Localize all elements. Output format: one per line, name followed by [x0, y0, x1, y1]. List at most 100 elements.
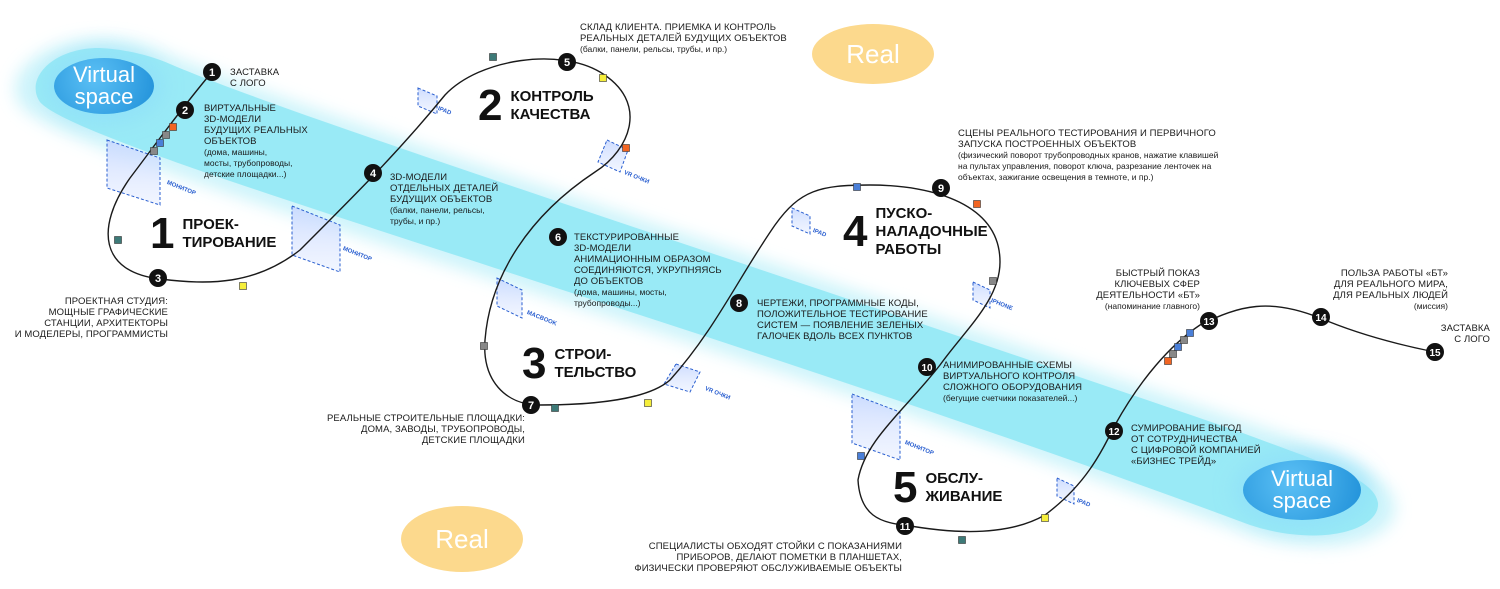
step-marker-number: 6	[555, 232, 561, 244]
stage-number: 1	[150, 209, 175, 258]
step-9-note: СЦЕНЫ РЕАЛЬНОГО ТЕСТИРОВАНИЯ И ПЕРВИЧНОГ…	[958, 128, 1218, 183]
step-detail: (балки, панели, рельсы, трубы, и пр.)	[580, 44, 728, 54]
step-heading: СКЛАД КЛИЕНТА. ПРИЕМКА И КОНТРОЛЬ РЕАЛЬН…	[580, 22, 787, 44]
real-bubble-top: Real	[812, 24, 934, 84]
stage-5-label: 5 ОБСЛУ- ЖИВАНИЕ	[893, 466, 1002, 510]
path-checkpoint-square	[857, 452, 865, 460]
step-heading: ПОЛЬЗА РАБОТЫ «БТ» ДЛЯ РЕАЛЬНОГО МИРА, Д…	[1333, 268, 1448, 301]
stage-title: ПРОЕК- ТИРОВАНИЕ	[182, 216, 277, 251]
step-4-note: 3D-МОДЕЛИ ОТДЕЛЬНЫХ ДЕТАЛЕЙ БУДУЩИХ ОБЪЕ…	[390, 172, 498, 227]
step-marker-circle	[918, 358, 936, 376]
step-14-note: ПОЛЬЗА РАБОТЫ «БТ» ДЛЯ РЕАЛЬНОГО МИРА, Д…	[1330, 268, 1448, 312]
step-marker-10: 10	[918, 358, 936, 376]
path-checkpoint-square	[644, 399, 652, 407]
path-checkpoint-square	[622, 144, 630, 152]
path-checkpoint-square	[551, 404, 559, 412]
stage-title: ОБСЛУ- ЖИВАНИЕ	[925, 470, 1003, 505]
stage-2-label: 2 КОНТРОЛЬ КАЧЕСТВА	[478, 84, 594, 128]
step-detail: (напоминание главного)	[1104, 301, 1200, 311]
step-detail: (бегущие счетчики показателей...)	[943, 393, 1078, 403]
step-8-note: ЧЕРТЕЖИ, ПРОГРАММНЫЕ КОДЫ, ПОЛОЖИТЕЛЬНОЕ…	[757, 298, 928, 342]
path-checkpoint-square	[973, 200, 981, 208]
step-detail: (дома, машины, мосты, трубопроводы...)	[574, 287, 667, 308]
step-heading: ЗАСТАВКА С ЛОГО	[1440, 323, 1490, 345]
step-marker-7: 7	[522, 396, 540, 414]
stage-number: 3	[522, 339, 547, 388]
path-checkpoint-square	[853, 183, 861, 191]
step-heading: СЦЕНЫ РЕАЛЬНОГО ТЕСТИРОВАНИЯ И ПЕРВИЧНОГ…	[958, 128, 1216, 150]
step-detail: (миссия)	[1413, 301, 1448, 311]
step-5-note: СКЛАД КЛИЕНТА. ПРИЕМКА И КОНТРОЛЬ РЕАЛЬН…	[580, 22, 787, 55]
step-marker-number: 10	[921, 363, 933, 374]
step-marker-circle	[149, 269, 167, 287]
step-marker-9: 9	[932, 179, 950, 197]
step-marker-number: 15	[1429, 348, 1441, 359]
step-marker-circle	[203, 63, 221, 81]
step-7-note: РЕАЛЬНЫЕ СТРОИТЕЛЬНЫЕ ПЛОЩАДКИ: ДОМА, ЗА…	[310, 413, 525, 446]
device-screen-frame	[496, 277, 523, 319]
step-marker-circle	[522, 396, 540, 414]
step-marker-5: 5	[558, 53, 576, 71]
device-screen-frame	[791, 207, 811, 235]
step-marker-circle	[1312, 308, 1330, 326]
step-1-note: ЗАСТАВКА С ЛОГО	[230, 67, 279, 89]
step-marker-circle	[549, 228, 567, 246]
step-marker-circle	[558, 53, 576, 71]
step-heading: ЗАСТАВКА С ЛОГО	[230, 67, 280, 89]
step-marker-circle	[176, 101, 194, 119]
path-checkpoint-square	[480, 342, 488, 350]
step-marker-number: 12	[1108, 427, 1120, 438]
step-marker-number: 14	[1315, 313, 1327, 324]
path-checkpoint-square	[1164, 357, 1172, 365]
step-heading: РЕАЛЬНЫЕ СТРОИТЕЛЬНЫЕ ПЛОЩАДКИ: ДОМА, ЗА…	[326, 413, 525, 446]
path-checkpoint-square	[114, 236, 122, 244]
step-marker-circle	[364, 164, 382, 182]
step-marker-3: 3	[149, 269, 167, 287]
step-12-note: СУМИРОВАНИЕ ВЫГОД ОТ СОТРУДНИЧЕСТВА С ЦИ…	[1131, 423, 1261, 467]
step-marker-number: 11	[900, 522, 911, 533]
path-checkpoint-square	[1174, 343, 1182, 351]
step-heading: СПЕЦИАЛИСТЫ ОБХОДЯТ СТОЙКИ С ПОКАЗАНИЯМИ…	[634, 541, 902, 574]
step-detail: (балки, панели, рельсы, трубы, и пр.)	[390, 205, 485, 226]
step-marker-12: 12	[1105, 422, 1123, 440]
step-marker-circle	[1200, 312, 1218, 330]
device-screen-frame	[972, 281, 991, 309]
step-heading: ПРОЕКТНАЯ СТУДИЯ: МОЩНЫЕ ГРАФИЧЕСКИЕ СТА…	[14, 296, 168, 340]
stage-number: 2	[478, 81, 503, 130]
step-heading: ЧЕРТЕЖИ, ПРОГРАММНЫЕ КОДЫ, ПОЛОЖИТЕЛЬНОЕ…	[757, 298, 928, 342]
step-marker-11: 11	[896, 517, 914, 535]
path-checkpoint-square	[958, 536, 966, 544]
real-bubble-bottom: Real	[401, 506, 523, 572]
step-heading: 3D-МОДЕЛИ ОТДЕЛЬНЫХ ДЕТАЛЕЙ БУДУЩИХ ОБЪЕ…	[390, 172, 499, 205]
device-screen-frame	[663, 363, 701, 393]
step-6-note: ТЕКСТУРИРОВАННЫЕ 3D-МОДЕЛИ АНИМАЦИОННЫМ …	[574, 232, 722, 309]
step-marker-8: 8	[730, 294, 748, 312]
device-screen-frame	[417, 87, 438, 115]
step-marker-number: 7	[528, 400, 534, 412]
step-heading: СУМИРОВАНИЕ ВЫГОД ОТ СОТРУДНИЧЕСТВА С ЦИ…	[1131, 423, 1261, 467]
step-heading: ВИРТУАЛЬНЫЕ 3D-МОДЕЛИ БУДУЩИХ РЕАЛЬНЫХ О…	[204, 103, 308, 147]
path-checkpoint-square	[989, 277, 997, 285]
path-checkpoint-square	[1180, 336, 1188, 344]
step-heading: ТЕКСТУРИРОВАННЫЕ 3D-МОДЕЛИ АНИМАЦИОННЫМ …	[574, 232, 722, 287]
step-marker-number: 3	[155, 273, 161, 285]
step-marker-circle	[896, 517, 914, 535]
step-marker-number: 4	[370, 168, 377, 180]
path-checkpoint-square	[156, 139, 164, 147]
step-marker-number: 5	[564, 57, 570, 69]
step-marker-number: 9	[938, 183, 944, 195]
step-3-note: ПРОЕКТНАЯ СТУДИЯ: МОЩНЫЕ ГРАФИЧЕСКИЕ СТА…	[12, 296, 168, 340]
step-marker-13: 13	[1200, 312, 1218, 330]
step-10-note: АНИМИРОВАННЫЕ СХЕМЫ ВИРТУАЛЬНОГО КОНТРОЛ…	[943, 360, 1082, 404]
step-marker-1: 1	[203, 63, 221, 81]
path-checkpoint-square	[489, 53, 497, 61]
step-marker-circle	[730, 294, 748, 312]
virtual-space-bubble-bottom: Virtual space	[1243, 460, 1361, 520]
step-detail: (физический поворот трубопроводных крано…	[958, 150, 1219, 182]
stage-title: КОНТРОЛЬ КАЧЕСТВА	[510, 88, 594, 123]
step-marker-number: 13	[1203, 317, 1215, 328]
step-marker-number: 2	[182, 105, 188, 117]
device-screen-frame	[1056, 477, 1075, 505]
step-marker-circle	[1105, 422, 1123, 440]
